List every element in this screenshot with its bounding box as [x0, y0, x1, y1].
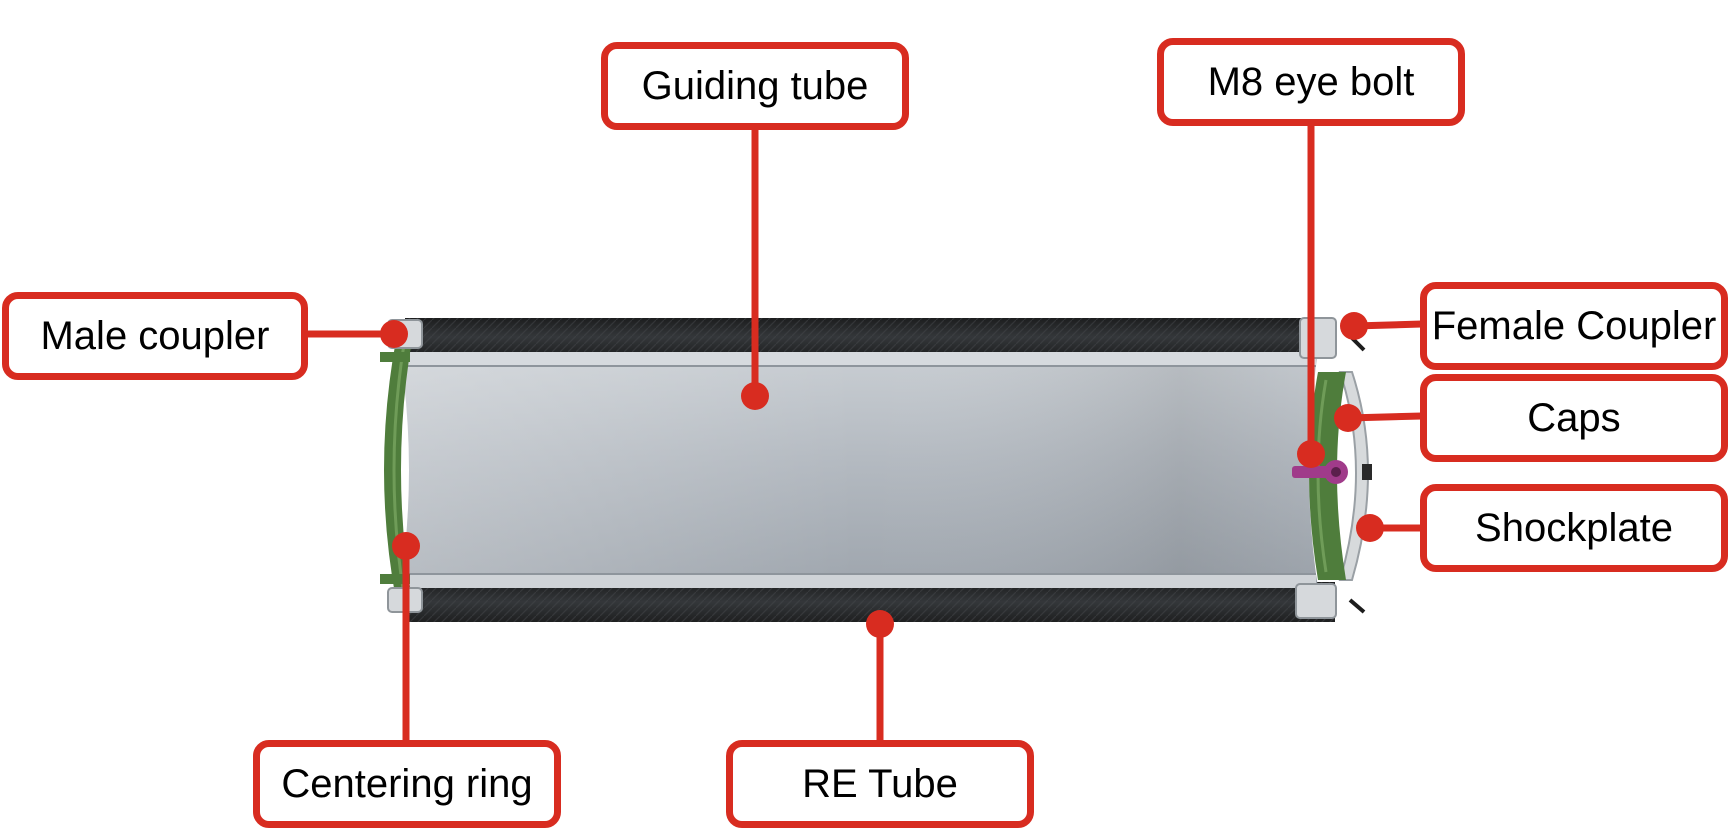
label-shockplate: Shockplate	[1420, 484, 1728, 572]
re-tube	[405, 318, 1335, 622]
dot-caps	[1334, 404, 1362, 432]
label-caps: Caps	[1420, 374, 1728, 462]
centering-ring-left	[380, 340, 412, 600]
m8-eye-bolt	[1292, 460, 1372, 484]
dot-eye-bolt	[1297, 440, 1325, 468]
label-guiding-tube: Guiding tube	[601, 42, 909, 130]
label-male-coupler: Male coupler	[2, 292, 308, 380]
label-female-coupler: Female Coupler	[1420, 282, 1728, 370]
guiding-tube	[400, 352, 1318, 588]
dot-centering-ring	[392, 532, 420, 560]
dot-female-coupler	[1340, 312, 1368, 340]
label-m8-eye-bolt: M8 eye bolt	[1157, 38, 1465, 126]
callout-leaders	[306, 124, 1423, 744]
label-re-tube: RE Tube	[726, 740, 1034, 828]
dot-shockplate	[1356, 514, 1384, 542]
dot-re-tube	[866, 610, 894, 638]
dot-male-coupler	[380, 320, 408, 348]
label-centering-ring: Centering ring	[253, 740, 561, 828]
dot-guiding-tube	[741, 382, 769, 410]
